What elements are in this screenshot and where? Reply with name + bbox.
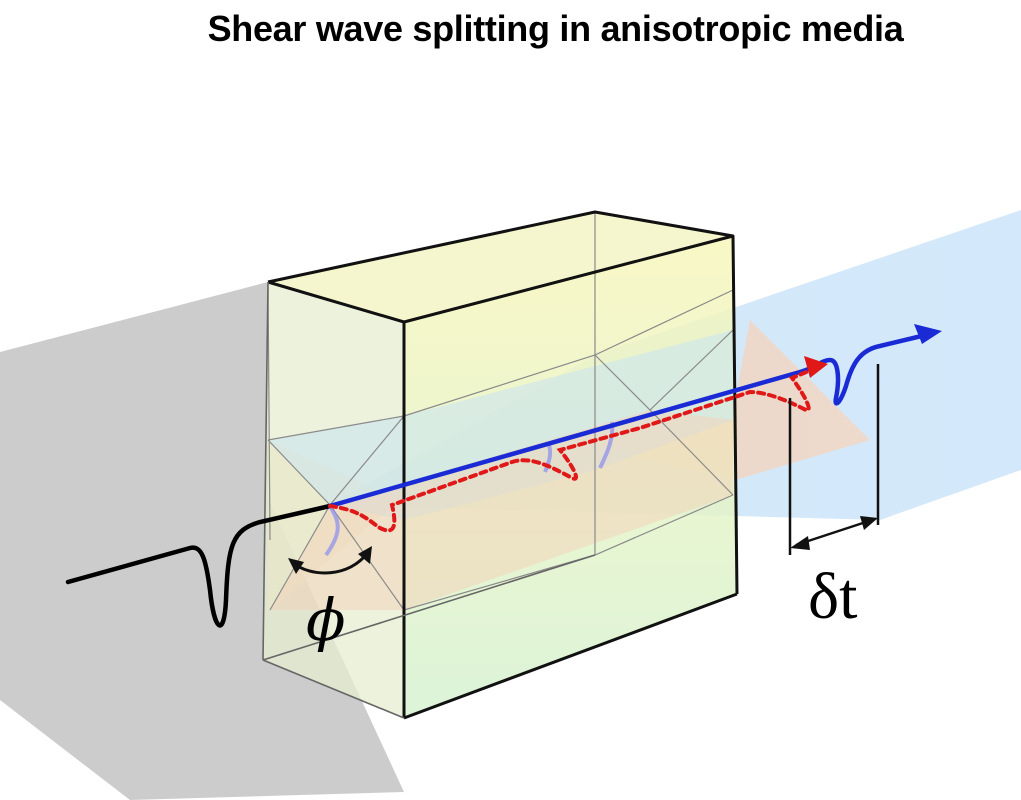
delay-arrowhead-right (860, 516, 878, 530)
phi-label: ϕ (306, 586, 346, 654)
incident-wave (65, 503, 333, 628)
delay-arrowhead-left (790, 536, 810, 550)
delta-t-label: δt (808, 560, 857, 633)
block-edges (267, 210, 739, 720)
phi-arrowhead-right (358, 546, 372, 564)
fast-wave-arrowhead (914, 324, 942, 344)
block-inner-slow-plane (270, 410, 733, 610)
slow-wave-arrowhead (804, 356, 828, 378)
block-top-face (268, 212, 733, 322)
phi-arrowhead-left (288, 558, 304, 574)
block-hidden-edges (262, 281, 596, 719)
slow-wave (328, 366, 818, 533)
diagram-title: Shear wave splitting in anisotropic medi… (207, 8, 904, 49)
